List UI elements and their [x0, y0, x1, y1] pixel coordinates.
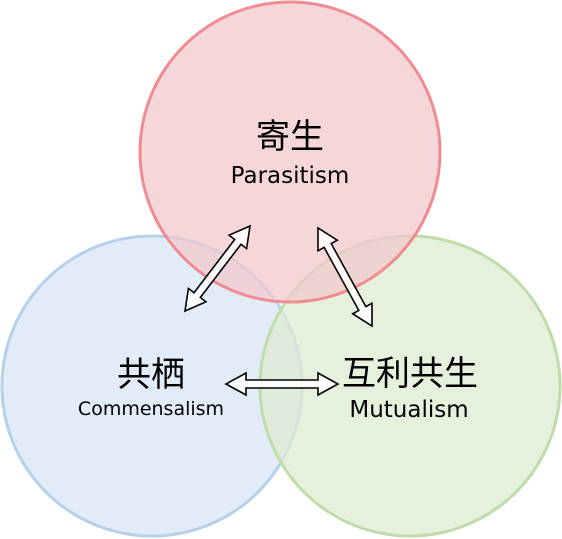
- mutualism-subtitle: Mutualism: [349, 397, 468, 423]
- parasitism-circle: [138, 0, 442, 304]
- commensalism-title: 共栖: [117, 355, 185, 395]
- parasitism-title: 寄生: [256, 117, 324, 157]
- parasitism-commensalism-arrow: [183, 224, 252, 313]
- commensalism-subtitle: Commensalism: [78, 398, 224, 420]
- commensalism-mutualism-arrow: [224, 371, 340, 397]
- parasitism-subtitle: Parasitism: [231, 163, 350, 189]
- mutualism-title: 互利共生: [342, 354, 478, 394]
- parasitism-mutualism-arrow: [317, 226, 373, 328]
